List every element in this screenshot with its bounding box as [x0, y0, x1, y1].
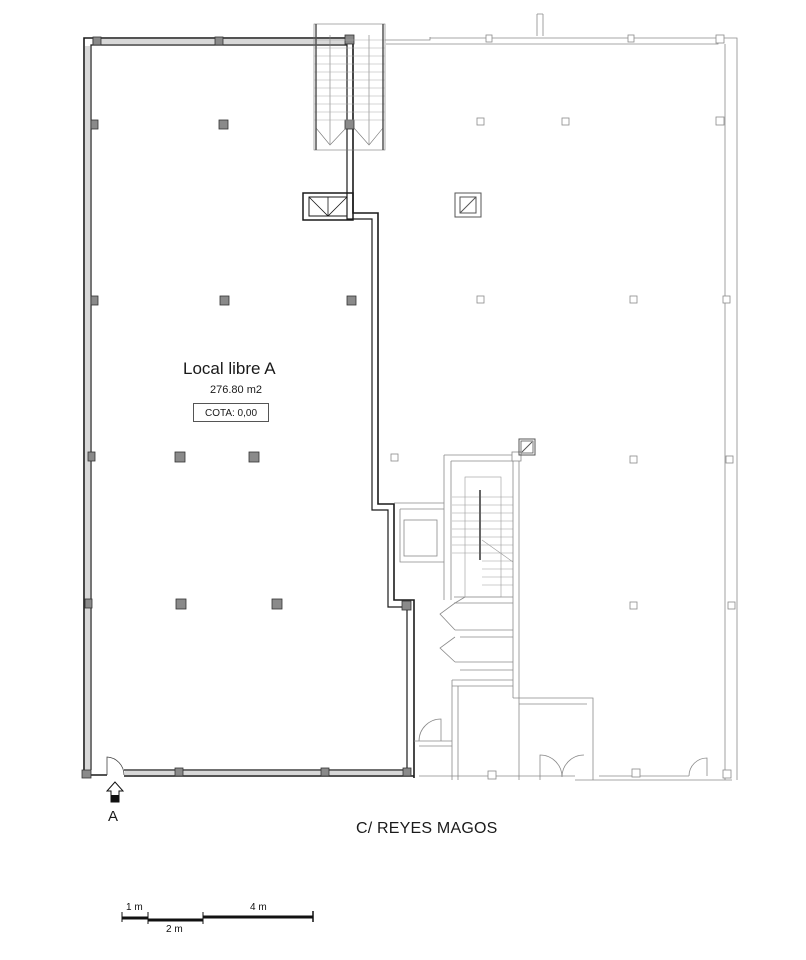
right-block-columns: [390, 34, 736, 780]
room-level-box: COTA: 0,00: [193, 403, 269, 422]
scale-label-1m: 1 m: [126, 902, 143, 913]
scale-label-2m: 2 m: [166, 924, 183, 935]
door-swing-entrance: [106, 756, 125, 776]
entrance-label: A: [108, 808, 119, 825]
entrance-arrow-icon: [105, 781, 125, 803]
local-a-columns: [81, 34, 412, 779]
elevator-shaft: [302, 192, 354, 221]
scale-bar: [121, 911, 314, 924]
room-name: Local libre A: [183, 359, 276, 378]
right-block-walls: [385, 13, 738, 781]
scale-label-4m: 4 m: [250, 902, 267, 913]
ventilation-shaft: [454, 192, 536, 456]
room-area: 276.80 m2: [210, 384, 262, 396]
street-name: C/ REYES MAGOS: [356, 820, 498, 837]
core-stairs: [452, 476, 514, 598]
top-stairs: [313, 23, 386, 151]
